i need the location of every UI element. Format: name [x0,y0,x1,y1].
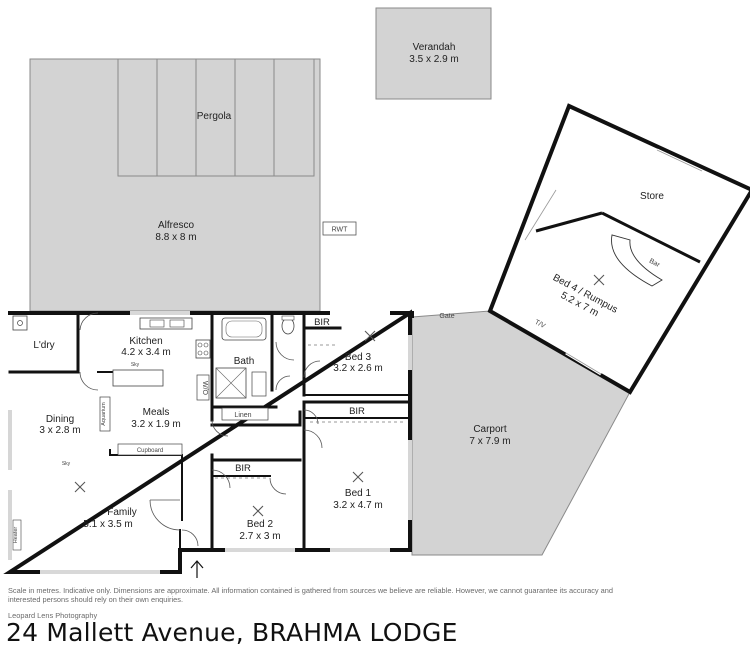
toilet-icon [281,317,295,335]
bed2-label: Bed 2 [247,519,274,530]
dining-label: Dining [46,414,74,425]
pergola-label: Pergola [197,111,232,122]
family-label: Family [107,507,136,518]
meals-label: Meals [143,407,170,418]
gate-label: Gate [439,313,454,320]
heater-label: Heater [13,527,19,544]
trough-drain-icon [17,320,23,326]
rumpus-building [487,103,750,395]
bed3-dims: 3.2 x 2.6 m [333,363,382,374]
bed1-label: Bed 1 [345,488,372,499]
verandah-label: Verandah [413,42,456,53]
kitchen-sink [139,317,193,330]
heater [12,519,22,551]
sky-label-kitchen: Sky [131,362,140,368]
windows [8,311,412,574]
shower-cross [215,367,247,399]
sky-label-family: Sky [62,461,71,467]
sink-bowl [149,319,165,328]
vanity [251,371,267,397]
aquarium-label: Aquarium [101,402,107,426]
carport-label: Carport [473,424,507,435]
cupboard-label: Cupboard [137,448,163,454]
bed1-dims: 3.2 x 4.7 m [333,500,382,511]
walk-in-oven-unit [196,374,210,401]
rwt-tank [322,221,357,236]
ceiling-fan-icon [364,330,376,342]
disclaimer-text: Scale in metres. Indicative only. Dimens… [8,586,613,604]
laundry-trough [12,315,28,331]
aquarium [99,396,111,432]
dining-dims: 3 x 2.8 m [39,425,80,436]
linen-cupboard [221,407,269,421]
cupboard [117,443,183,456]
alfresco-label: Alfresco [158,220,195,231]
wo-label: W/O [201,381,208,396]
ceiling-fan-icon [74,481,86,493]
rwt-label: RWT [332,227,349,234]
linen-label: Linen [234,412,251,419]
doors [79,312,323,547]
family-dims: 5.1 x 3.5 m [83,519,132,530]
robe-rails [215,344,405,479]
verandah-dims: 3.5 x 2.9 m [409,54,458,65]
store-label: Store [640,191,664,202]
bar-label: Bar [648,258,661,270]
verandah-area [375,7,492,100]
tv-label: T/V [533,319,546,330]
bathtub-inner [225,320,263,338]
ceiling-fan-icon [252,505,264,517]
cooktop-burners-icon [197,342,209,356]
property-address: 24 Mallett Avenue, BRAHMA LODGE [6,618,458,647]
toilet-cistern [281,315,295,321]
ceiling-fan-icon [593,274,605,286]
photo-credit: Leopard Lens Photography [8,611,98,620]
kitchen-island [112,369,164,387]
kitchen-label: Kitchen [129,336,162,347]
carport-dims: 7 x 7.9 m [469,436,510,447]
pergola-area [117,58,315,177]
alfresco-dims: 8.8 x 8 m [155,232,196,243]
kitchen-dims: 4.2 x 3.4 m [121,347,170,358]
bath-label: Bath [234,356,255,367]
cooktop [195,339,211,359]
sink-bowl [169,319,185,328]
meals-dims: 3.2 x 1.9 m [131,419,180,430]
bed3-label: Bed 3 [345,352,372,363]
ceiling-fan-icon [352,471,364,483]
bir-label-bed2: BIR [235,463,251,474]
bir-label-bed1: BIR [349,406,365,417]
entry-arrow-icon [190,560,204,578]
laundry-label: L'dry [33,340,54,351]
bir-label-bed3: BIR [314,317,330,328]
bed2-dims: 2.7 x 3 m [239,531,280,542]
